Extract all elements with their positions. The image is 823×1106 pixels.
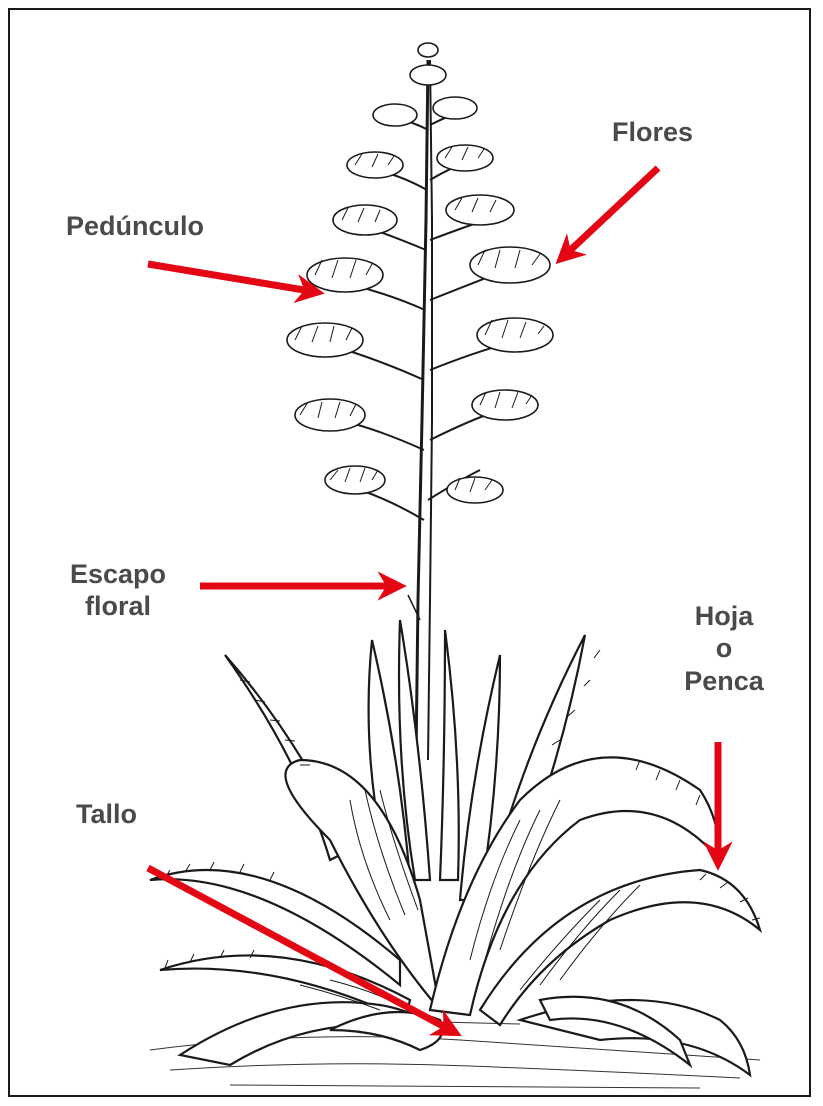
flower-stalk [408, 60, 432, 760]
label-escapo-line1: Escapo [70, 558, 166, 590]
leaf-rosette [150, 620, 760, 1075]
label-hoja-line1: Hoja [674, 600, 774, 632]
flower-clusters [287, 43, 553, 503]
label-hoja-penca: Hoja o Penca [674, 600, 774, 697]
label-hoja-line2: o [674, 632, 774, 664]
label-pedunculo: Pedúnculo [66, 210, 204, 242]
label-flores: Flores [612, 116, 693, 148]
arrow-flores [562, 168, 658, 258]
arrow-pedunculo [148, 264, 316, 292]
label-escapo-floral: Escapo floral [70, 558, 166, 623]
label-hoja-line3: Penca [674, 665, 774, 697]
label-escapo-line2: floral [70, 590, 166, 622]
label-tallo: Tallo [76, 798, 137, 830]
